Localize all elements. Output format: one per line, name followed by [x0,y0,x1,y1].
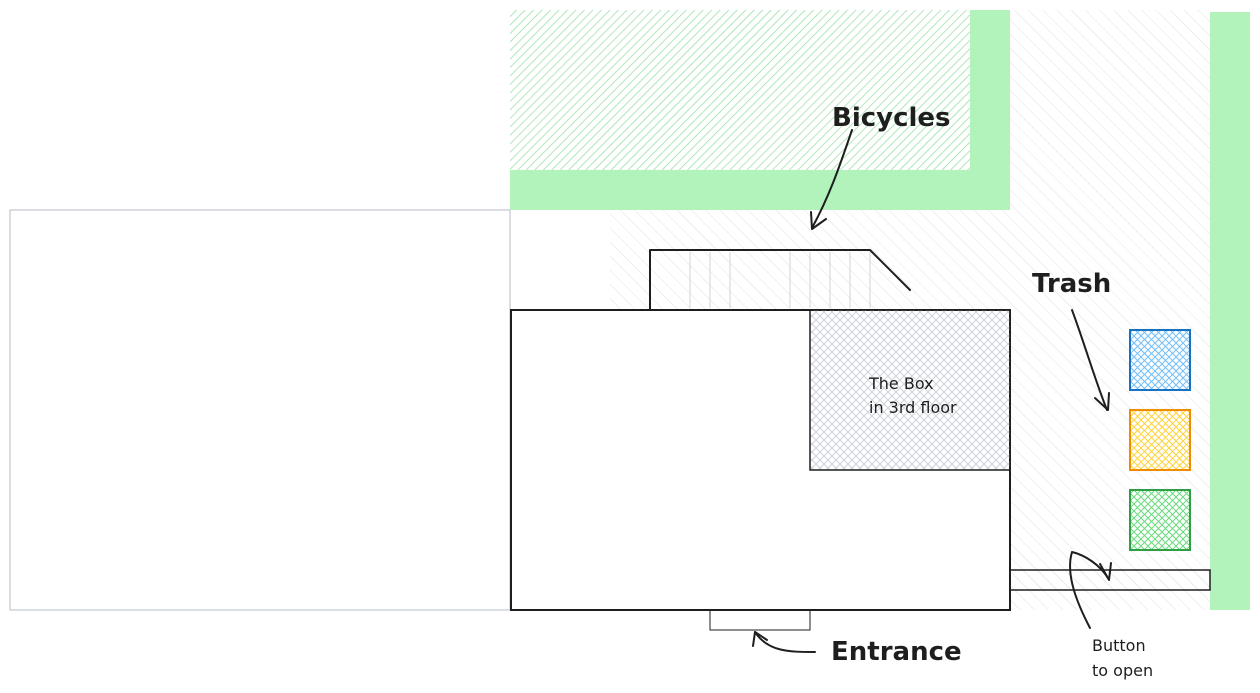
label-box-line1: The Box [868,374,934,393]
label-button-line1: Button [1092,636,1146,655]
label-button-line2: to open [1092,661,1153,680]
label-trash: Trash [1032,269,1111,299]
neighbor-building [9,209,511,611]
arrow-button [1069,551,1112,629]
arrow-bicycles [810,129,853,230]
the-box-area [809,309,1011,471]
label-bicycles: Bicycles [832,103,951,133]
label-box-line2: in 3rd floor [869,398,957,417]
arrow-trash [1071,309,1110,411]
trash-bin-blue [1129,329,1191,391]
trash-bin-yellow [1129,409,1191,471]
bicycle-rack [649,249,911,311]
trash-bin-green [1129,489,1191,551]
arrow-entrance [752,631,816,653]
entrance-step [709,611,811,631]
label-entrance: Entrance [831,637,962,667]
green-strip-right [1210,12,1250,610]
green-area-top [510,10,1010,210]
